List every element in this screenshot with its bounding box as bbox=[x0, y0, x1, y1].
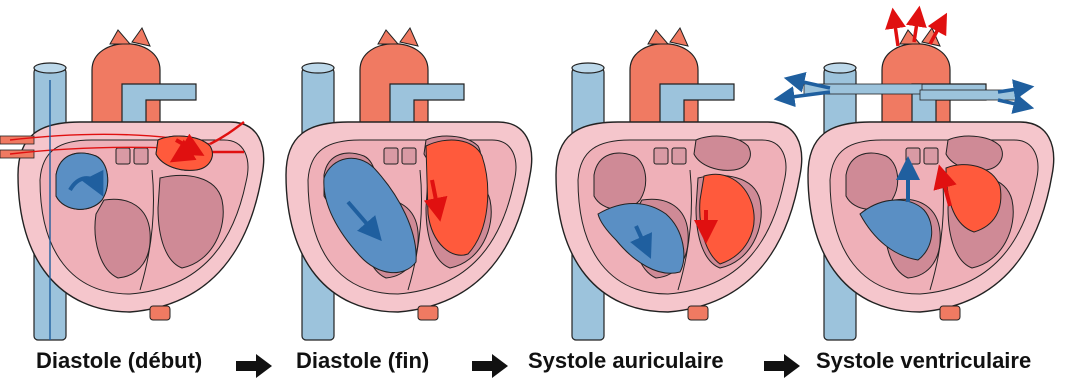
flow-arrow bbox=[894, 18, 898, 46]
heart-panel-4 bbox=[784, 16, 1054, 340]
flow-arrow bbox=[998, 100, 1024, 106]
right-arrow-icon bbox=[764, 354, 800, 378]
flow-arrow bbox=[914, 16, 918, 42]
stage-label: Diastole (fin) bbox=[296, 348, 429, 373]
right-arrow-icon bbox=[236, 354, 272, 378]
stage-label: Systole ventriculaire bbox=[816, 348, 1031, 373]
heart-panel-2 bbox=[286, 28, 532, 340]
heart-panel-1 bbox=[0, 28, 264, 340]
heart-panel-3 bbox=[556, 28, 802, 340]
stage-label: Systole auriculaire bbox=[528, 348, 724, 373]
right-arrow-icon bbox=[472, 354, 508, 378]
stage-label: Diastole (début) bbox=[36, 348, 202, 373]
right-atrium-blood bbox=[56, 153, 108, 209]
